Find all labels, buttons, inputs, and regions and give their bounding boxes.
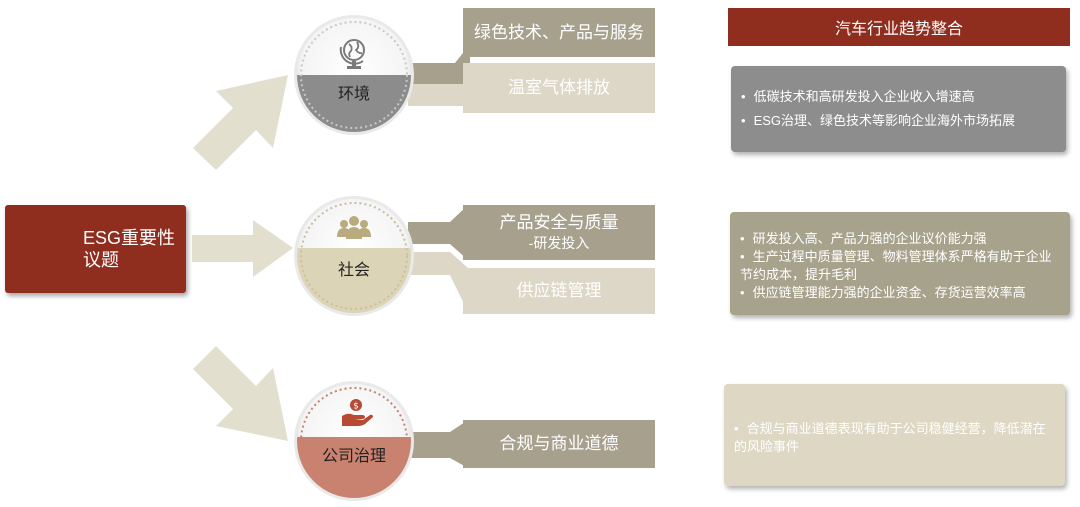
gov-connectors bbox=[408, 420, 468, 468]
trend-list-environment: •低碳技术和高研发投入企业收入增速高 •ESG治理、绿色技术等影响企业海外市场拓… bbox=[741, 88, 1056, 130]
trend-list-governance: •合规与商业道德表现有助于公司稳健经营，降低潜在的风险事件 bbox=[734, 420, 1055, 456]
topic-compliance-ethics: 合规与商业道德 bbox=[463, 420, 655, 468]
arrow-to-environment bbox=[193, 75, 288, 170]
topic-product-safety: 产品安全与质量 -研发投入 bbox=[463, 205, 655, 260]
topic-compliance-ethics-label: 合规与商业道德 bbox=[499, 434, 619, 453]
topic-product-safety-label: 产品安全与质量 bbox=[499, 212, 619, 232]
trend-item: •供应链管理能力强的企业资金、存货运营效率高 bbox=[740, 285, 1026, 300]
root-topic-label: ESG重要性议题 bbox=[83, 228, 176, 270]
trends-header: 汽车行业趋势整合 bbox=[728, 8, 1070, 46]
trend-item: •ESG治理、绿色技术等影响企业海外市场拓展 bbox=[741, 113, 1016, 128]
env-connectors bbox=[408, 44, 470, 106]
topic-green-tech: 绿色技术、产品与服务 bbox=[463, 8, 655, 57]
root-topic-box: ESG重要性议题 bbox=[5, 205, 186, 293]
society-circle bbox=[294, 196, 414, 316]
topic-supply-chain: 供应链管理 bbox=[463, 268, 655, 314]
arrow-to-society bbox=[192, 220, 293, 277]
pillar-label-environment: 环境 bbox=[337, 86, 370, 103]
people-group-icon bbox=[337, 216, 371, 239]
hand-money-icon: $ bbox=[342, 399, 373, 426]
topic-product-safety-sub: -研发投入 bbox=[528, 234, 590, 251]
globe-icon bbox=[339, 39, 365, 69]
topic-ghg-emissions-label: 温室气体排放 bbox=[508, 78, 610, 97]
topic-supply-chain-label: 供应链管理 bbox=[516, 281, 602, 300]
topic-ghg-emissions: 温室气体排放 bbox=[463, 63, 655, 113]
trend-item: •合规与商业道德表现有助于公司稳健经营，降低潜在的风险事件 bbox=[734, 421, 1046, 454]
trend-item: •研发投入高、产品力强的企业议价能力强 bbox=[740, 231, 987, 246]
trend-item: •低碳技术和高研发投入企业收入增速高 bbox=[741, 89, 975, 104]
trend-box-governance: •合规与商业道德表现有助于公司稳健经营，降低潜在的风险事件 bbox=[724, 384, 1065, 486]
trend-item: •生产过程中质量管理、物料管理体系严格有助于企业节约成本，提升毛利 bbox=[740, 249, 1052, 282]
svg-text:$: $ bbox=[353, 402, 359, 412]
pillar-label-governance: 公司治理 bbox=[321, 448, 386, 465]
trends-header-label: 汽车行业趋势整合 bbox=[834, 21, 963, 38]
trend-box-society: •研发投入高、产品力强的企业议价能力强 •生产过程中质量管理、物料管理体系严格有… bbox=[730, 212, 1070, 315]
topic-green-tech-label: 绿色技术、产品与服务 bbox=[474, 22, 644, 42]
arrow-to-governance bbox=[193, 346, 288, 441]
trend-box-environment: •低碳技术和高研发投入企业收入增速高 •ESG治理、绿色技术等影响企业海外市场拓… bbox=[731, 66, 1066, 152]
pillar-label-society: 社会 bbox=[337, 262, 370, 279]
trend-list-society: •研发投入高、产品力强的企业议价能力强 •生产过程中质量管理、物料管理体系严格有… bbox=[740, 230, 1060, 302]
soc-connectors bbox=[408, 205, 468, 312]
